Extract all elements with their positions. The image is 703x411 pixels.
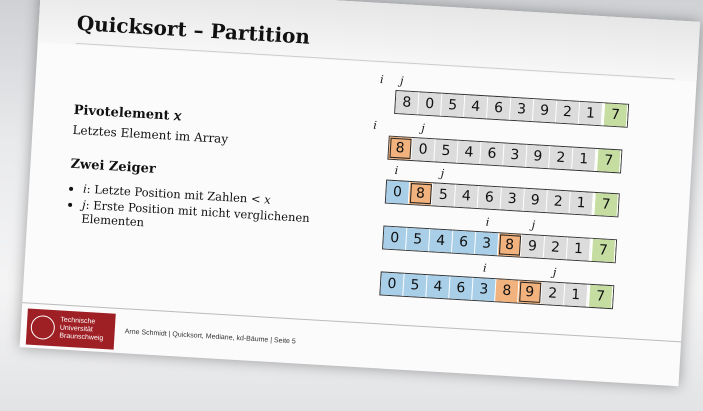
pointers-heading: Zwei Zeiger <box>70 156 157 177</box>
array-cell: 5 <box>403 273 428 298</box>
array-cell: 0 <box>418 92 443 116</box>
array-cell: 1 <box>569 191 594 215</box>
array-cell: 3 <box>509 97 535 122</box>
array-cell: 8 <box>388 136 413 161</box>
pivot-cell: 7 <box>592 192 619 217</box>
array-cell: 3 <box>474 231 500 256</box>
array-cell: 9 <box>523 188 548 213</box>
array-cell: 2 <box>546 190 571 214</box>
array-row: 0 5 4 6 3 8 9 2 1 7 <box>382 225 618 264</box>
array-cell: 5 <box>434 139 459 163</box>
pivot-cell: 7 <box>601 103 629 127</box>
university-name: Technische Universität Braunschweig <box>59 316 104 343</box>
array-cell: 1 <box>572 147 597 171</box>
array-cell: 3 <box>472 277 497 302</box>
array-cell: 0 <box>385 180 411 204</box>
pointer-j-row4: j <box>531 218 536 232</box>
array-row: 8 0 5 4 6 3 9 2 1 7 <box>387 135 623 174</box>
array-cell: 2 <box>549 146 574 170</box>
array-cell: 1 <box>566 237 592 261</box>
array-cell: 2 <box>543 236 569 260</box>
array-cell: 4 <box>457 140 482 165</box>
pointer-i-row1: i <box>379 73 385 87</box>
array-cell: 0 <box>411 138 436 162</box>
pointer-j-row3: j <box>440 166 445 180</box>
array-cell: 6 <box>451 230 477 254</box>
pivot-text: Letztes Element im Array <box>72 122 229 147</box>
pointer-bullets: 𝑖: Letzte Position mit Zahlen < 𝑥 𝑗: Ers… <box>67 181 353 244</box>
array-cell: 9 <box>518 280 543 304</box>
seal-icon <box>30 314 56 341</box>
pivot-cell: 7 <box>595 148 622 173</box>
array-cell: 4 <box>454 184 479 209</box>
pointer-i-row3: i <box>394 164 399 178</box>
array-cell: 8 <box>408 181 434 206</box>
array-cell: 5 <box>441 93 466 118</box>
array-cell: 4 <box>429 229 454 253</box>
array-cell: 4 <box>464 95 489 119</box>
array-cell: 9 <box>520 234 546 259</box>
pivot-cell: 7 <box>589 238 616 263</box>
array-cell: 3 <box>500 187 525 211</box>
array-cell: 1 <box>578 101 604 126</box>
array-cell: 2 <box>555 100 581 124</box>
array-cell: 6 <box>486 96 512 120</box>
footer-divider <box>22 302 682 343</box>
university-line3: Braunschweig <box>59 332 104 343</box>
slide-title: Quicksort – Partition <box>76 10 311 49</box>
array-cell: 2 <box>541 281 566 306</box>
pointer-j-row1: j <box>399 74 404 88</box>
array-cell: 4 <box>426 275 451 299</box>
array-row: 0 5 4 6 3 8 9 2 1 7 <box>379 271 615 310</box>
array-cell: 0 <box>383 226 408 250</box>
array-cell: 6 <box>480 142 505 166</box>
pivot-cell: 7 <box>587 284 614 309</box>
pointer-j-row2: j <box>420 121 426 135</box>
array-cell: 6 <box>477 186 502 210</box>
pointer-i-row5: i <box>482 261 488 275</box>
array-cell: 3 <box>503 143 528 167</box>
array-cell: 9 <box>532 99 558 123</box>
pointer-i-row4: i <box>485 215 490 229</box>
array-cell: 5 <box>431 183 457 207</box>
array-cell: 8 <box>495 279 520 303</box>
array-cell: 9 <box>526 144 551 169</box>
array-cell: 0 <box>380 272 405 296</box>
array-cell: 8 <box>395 91 420 115</box>
presentation-slide: Quicksort – Partition Pivotelement 𝑥 Let… <box>19 0 701 387</box>
array-cell: 5 <box>406 227 431 252</box>
university-logo: Technische Universität Braunschweig <box>25 308 116 350</box>
array-row: 0 8 5 4 6 3 9 2 1 7 <box>384 179 620 218</box>
array-cell: 6 <box>449 276 474 300</box>
pointer-i-row2: i <box>373 118 378 132</box>
pointer-j-row5: j <box>552 265 557 279</box>
footer-credit: Arne Schmidt | Quicksort, Mediane, kd-Bä… <box>124 328 296 346</box>
array-row: 8 0 5 4 6 3 9 2 1 7 <box>394 89 630 128</box>
array-cell: 1 <box>564 283 589 307</box>
pivot-heading: Pivotelement 𝑥 <box>73 102 182 125</box>
array-cell: 8 <box>497 233 523 257</box>
title-divider <box>75 42 675 80</box>
